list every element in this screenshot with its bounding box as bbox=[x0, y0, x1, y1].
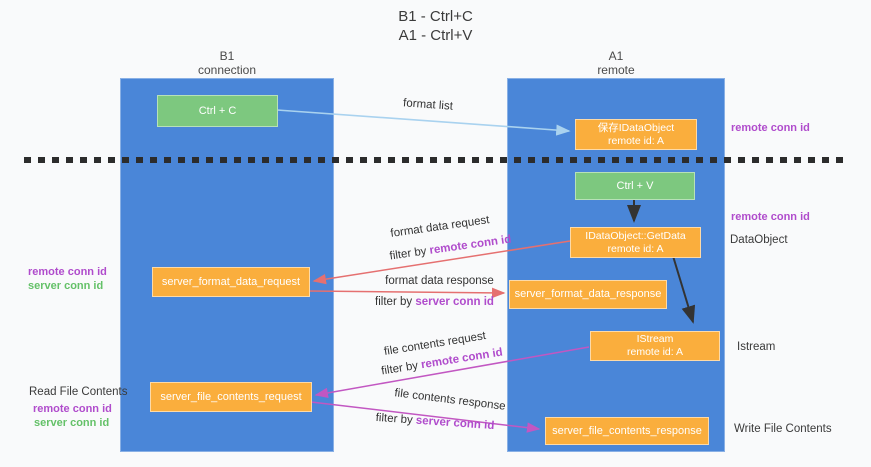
server-file-contents-request-node: server_file_contents_request bbox=[150, 382, 312, 412]
ctrl-c-node: Ctrl + C bbox=[157, 95, 278, 127]
istream-line2: remote id: A bbox=[626, 346, 684, 358]
read-file-contents-label: Read File Contents bbox=[29, 386, 128, 398]
filter-by-text: filter by bbox=[375, 411, 417, 427]
getdata-line1: IDataObject::GetData bbox=[585, 229, 686, 242]
write-file-contents-label: Write File Contents bbox=[734, 423, 832, 435]
istream-side-label: Istream bbox=[737, 341, 776, 353]
server-conn-id-key: server conn id bbox=[415, 414, 495, 433]
format-data-response-filter: filter by server conn id bbox=[372, 296, 497, 308]
server-format-data-response-node: server_format_data_response bbox=[509, 280, 667, 309]
filter-by-text: filter by bbox=[388, 244, 431, 263]
file-contents-response-label: file contents response bbox=[393, 387, 507, 413]
file-contents-response-filter: filter by server conn id bbox=[370, 411, 501, 432]
left-column-name: B1 bbox=[219, 49, 235, 63]
filter-by-text: filter by bbox=[375, 296, 416, 308]
save-dataobject-line2: remote id: A bbox=[607, 134, 665, 147]
title-line-2: A1 - Ctrl+V bbox=[398, 27, 473, 44]
save-dataobject-line1: 保存IDataObject bbox=[597, 121, 675, 134]
left-server-conn-id-bottom: server conn id bbox=[34, 417, 110, 429]
server-file-contents-response-label: server_file_contents_response bbox=[552, 424, 702, 437]
ctrl-v-node: Ctrl + V bbox=[575, 172, 695, 200]
getdata-node: IDataObject::GetData remote id: A bbox=[570, 227, 701, 258]
filter-by-text: filter by bbox=[380, 359, 423, 378]
server-conn-id-key: server conn id bbox=[415, 296, 494, 308]
diagram-title: B1 - Ctrl+C A1 - Ctrl+V bbox=[0, 7, 871, 45]
dataobject-label: DataObject bbox=[730, 234, 788, 246]
right-remote-conn-id-top: remote conn id bbox=[731, 122, 810, 134]
server-file-contents-response-node: server_file_contents_response bbox=[545, 417, 709, 445]
left-column-role: connection bbox=[197, 63, 257, 77]
format-data-response-arrow bbox=[308, 287, 506, 299]
left-column-header: B1 connection bbox=[157, 49, 297, 77]
title-line-1: B1 - Ctrl+C bbox=[398, 8, 473, 25]
left-server-conn-id-top: server conn id bbox=[28, 280, 104, 292]
format-list-label: format list bbox=[402, 97, 454, 113]
server-format-data-request-label: server_format_data_request bbox=[161, 275, 301, 288]
server-format-data-response-label: server_format_data_response bbox=[514, 288, 662, 300]
server-format-data-request-node: server_format_data_request bbox=[152, 267, 310, 297]
istream-node: IStream remote id: A bbox=[590, 331, 720, 361]
save-dataobject-node: 保存IDataObject remote id: A bbox=[575, 119, 697, 150]
ctrl-v-label: Ctrl + V bbox=[616, 179, 654, 192]
left-remote-conn-id-bottom: remote conn id bbox=[33, 403, 112, 415]
phase-divider-dashed-line bbox=[24, 157, 848, 163]
istream-line1: IStream bbox=[636, 333, 674, 345]
left-remote-conn-id-top: remote conn id bbox=[28, 266, 107, 278]
right-column-name: A1 bbox=[608, 49, 624, 63]
server-file-contents-request-label: server_file_contents_request bbox=[160, 390, 302, 403]
right-column-header: A1 remote bbox=[546, 49, 686, 77]
ctrl-c-label: Ctrl + C bbox=[198, 104, 237, 117]
getdata-line2: remote id: A bbox=[607, 242, 664, 255]
remote-conn-id-key: remote conn id bbox=[428, 233, 513, 257]
format-data-response-label: format data response bbox=[385, 275, 494, 287]
right-column-role: remote bbox=[597, 63, 635, 77]
right-remote-conn-id-mid: remote conn id bbox=[731, 211, 810, 223]
